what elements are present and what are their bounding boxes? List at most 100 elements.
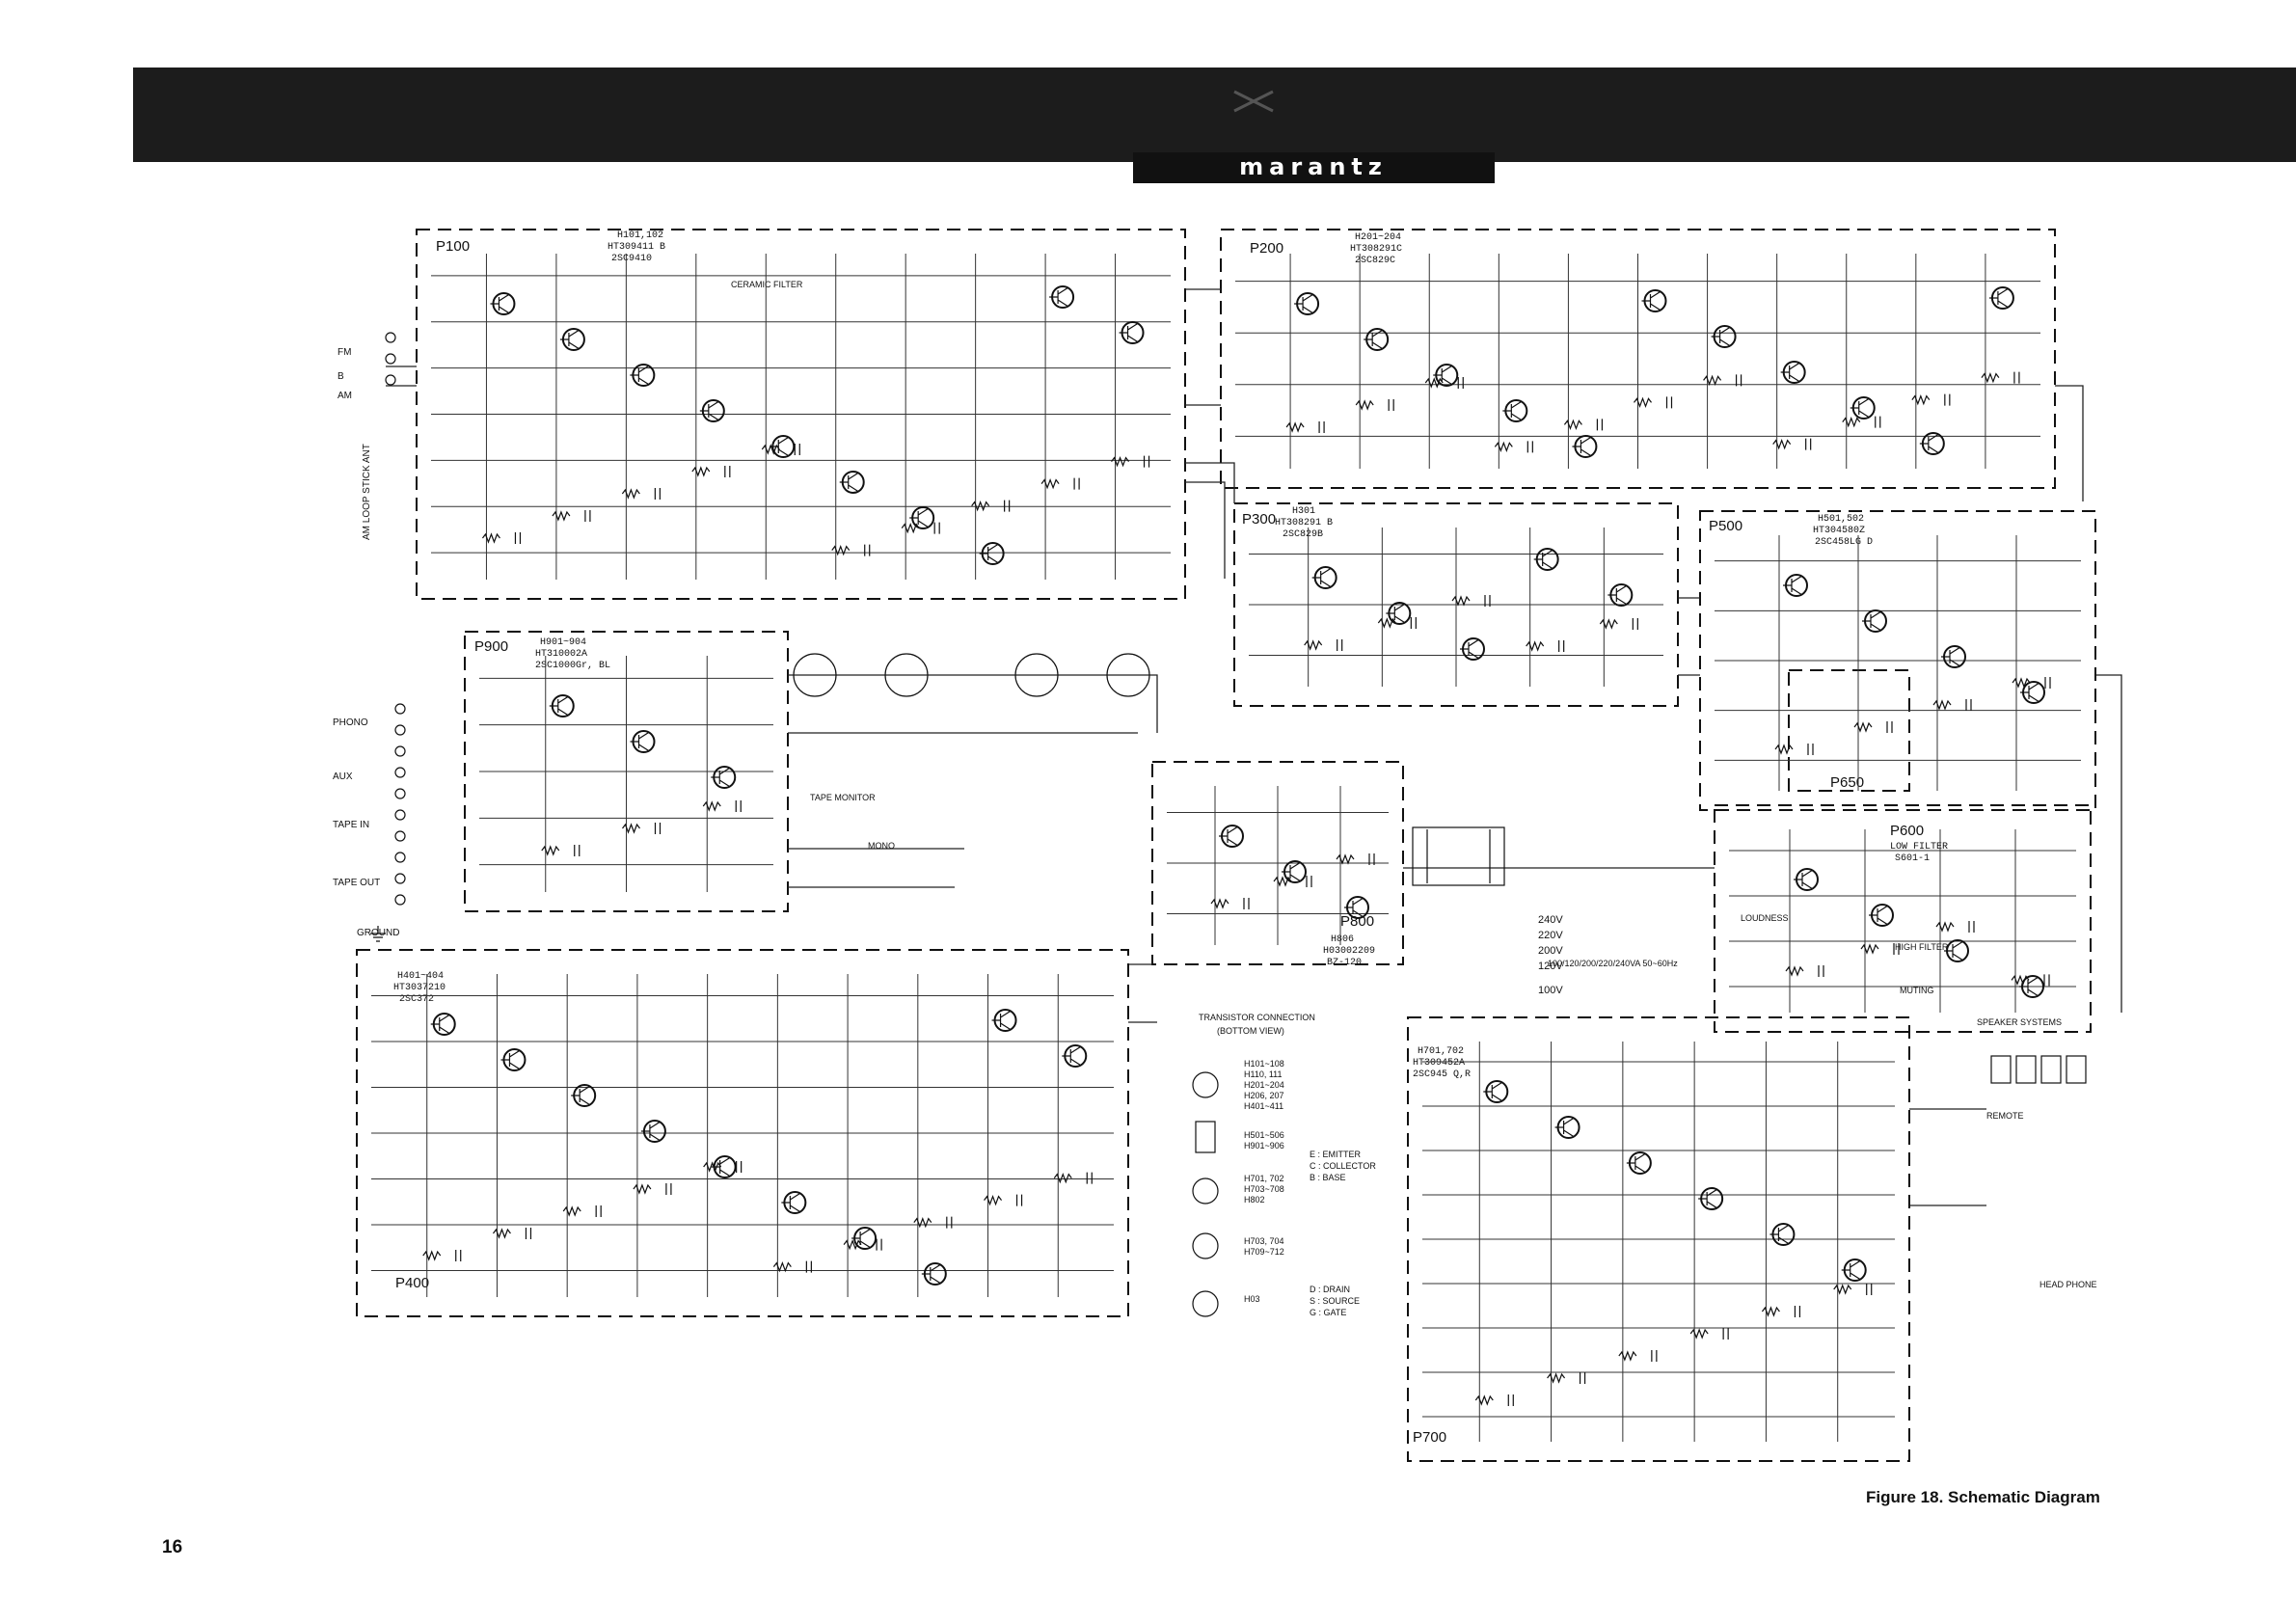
tc-group-2-b: H901~906 — [1244, 1141, 1284, 1150]
board-5-resistor-4 — [633, 1183, 652, 1195]
board-8-capacitor-5 — [1794, 1306, 1801, 1317]
jack-0-0 — [385, 332, 396, 343]
board-4-transistor-leads-1 — [549, 695, 570, 717]
selector-switch-3 — [1106, 653, 1150, 697]
remote-label: REMOTE — [1986, 1111, 2024, 1121]
board-2-capacitor-3 — [1484, 595, 1491, 607]
transistor-pinout-icons — [1192, 1071, 1219, 1317]
board-7-capacitor-4 — [2043, 974, 2050, 987]
pinout-icon-5 — [1192, 1290, 1219, 1317]
board-8-transistor-leads-6 — [1841, 1259, 1862, 1281]
p200-header-1: H201~204 — [1355, 232, 1401, 243]
speaker-terminal-2 — [2040, 1055, 2062, 1084]
board-1-capacitor-1 — [1318, 421, 1325, 433]
tc-group-3-a: H701, 702 — [1244, 1174, 1284, 1183]
board-title-p300: P300 — [1242, 511, 1276, 528]
speaker-terminal-0 — [1990, 1055, 2012, 1084]
board-3-transistor-leads-3 — [1941, 646, 1961, 667]
p300-header-3: 2SC829B — [1283, 529, 1323, 540]
board-p900 — [464, 631, 789, 912]
board-0-capacitor-10 — [1143, 455, 1150, 468]
board-4-resistor-2 — [622, 823, 640, 834]
board-3-capacitor-1 — [1807, 744, 1814, 755]
pinout-icon-1 — [1192, 1071, 1219, 1098]
input-tape-out-label: TAPE OUT — [333, 878, 380, 888]
board-7-transistor-leads-3 — [1944, 940, 1964, 961]
board-3-capacitor-4 — [2044, 677, 2051, 689]
board-7-resistor-2 — [1860, 943, 1879, 955]
board-1-capacitor-4 — [1526, 441, 1533, 453]
p700-header-1: H701,702 — [1418, 1046, 1464, 1057]
board-5-resistor-1 — [422, 1250, 442, 1261]
board-5-capacitor-1 — [455, 1250, 462, 1261]
board-5-transistor-leads-7 — [851, 1228, 872, 1249]
board-7-transistor-leads-2 — [1869, 905, 1889, 926]
board-5-resistor-7 — [843, 1238, 862, 1251]
board-1-resistor-2 — [1355, 399, 1374, 411]
speaker-terminal-1 — [2015, 1055, 2037, 1084]
board-0-capacitor-7 — [933, 522, 940, 534]
board-1-resistor-3 — [1424, 377, 1444, 389]
board-8-capacitor-6 — [1866, 1284, 1873, 1295]
board-8-capacitor-1 — [1507, 1394, 1514, 1406]
board-2-transistor-leads-5 — [1607, 584, 1628, 606]
board-5-capacitor-9 — [1015, 1194, 1023, 1206]
board-6-resistor-2 — [1273, 876, 1292, 887]
board-5-transistor-leads-3 — [571, 1085, 591, 1106]
p200-header-3: 2SC829C — [1355, 256, 1395, 266]
board-1-transistor-leads-11 — [1988, 287, 2010, 309]
board-8-resistor-3 — [1618, 1350, 1637, 1362]
ground-icon — [370, 926, 386, 942]
input-tape-in-label: TAPE IN — [333, 820, 369, 830]
board-5-transistor-leads-4 — [640, 1121, 662, 1142]
voltage-200: 200V — [1538, 945, 1563, 957]
p100-header-1: H101,102 — [617, 230, 663, 241]
jack-1-8 — [394, 873, 406, 884]
board-5-resistor-6 — [772, 1260, 792, 1273]
board-0-transistor-leads-9 — [1049, 286, 1069, 308]
board-2-resistor-4 — [1526, 640, 1545, 652]
tc-group-3-c: H802 — [1244, 1195, 1265, 1204]
board-2-capacitor-5 — [1632, 618, 1638, 630]
board-5-transistor-leads-10 — [1062, 1045, 1082, 1067]
board-1-transistor-leads-3 — [1433, 365, 1453, 386]
board-8-transistor-leads-1 — [1483, 1081, 1503, 1102]
p800-header-3: BZ-120 — [1327, 958, 1362, 968]
board-5-resistor-8 — [913, 1216, 932, 1229]
selector-switch-0 — [793, 653, 837, 697]
board-0-capacitor-9 — [1073, 477, 1080, 490]
board-p400 — [356, 949, 1129, 1317]
board-3-resistor-3 — [1932, 699, 1952, 711]
p900-header-2: HT310002A — [535, 649, 587, 660]
tc-group-3-b: H703~708 — [1244, 1184, 1284, 1194]
p600-header-2: S601-1 — [1895, 853, 1930, 864]
jack-0-2 — [385, 374, 396, 386]
board-0-capacitor-4 — [724, 466, 731, 477]
board-7-capacitor-1 — [1818, 965, 1824, 977]
board-8-capacitor-4 — [1722, 1328, 1729, 1340]
board-p300 — [1233, 502, 1679, 707]
board-title-p900: P900 — [474, 638, 508, 655]
board-1-transistor-leads-5 — [1572, 436, 1592, 457]
tc-legend-source: S : SOURCE — [1310, 1296, 1360, 1306]
bus-4 — [1185, 462, 1235, 503]
board-8-resistor-4 — [1689, 1328, 1709, 1340]
ceramic-filter-label: CERAMIC FILTER — [731, 280, 803, 289]
p500-header-1: H501,502 — [1818, 514, 1864, 525]
board-3-resistor-2 — [1853, 721, 1873, 733]
board-2-resistor-2 — [1377, 617, 1396, 629]
board-2-resistor-1 — [1304, 639, 1323, 651]
board-0-resistor-5 — [761, 444, 780, 455]
p100-header-2: HT309411 B — [608, 242, 665, 253]
board-title-p100: P100 — [436, 238, 470, 255]
tc-group-1-e: H401~411 — [1244, 1101, 1283, 1111]
board-0-transistor-leads-3 — [630, 365, 650, 386]
p500-header-2: HT304580Z — [1813, 526, 1865, 536]
board-0-resistor-1 — [481, 532, 500, 544]
board-7-resistor-1 — [1785, 965, 1804, 977]
board-title-p600: P600 — [1890, 823, 1924, 839]
board-p500 — [1699, 510, 2096, 811]
bus-5 — [1185, 481, 1226, 579]
board-0-transistor-leads-7 — [909, 507, 930, 528]
board-0-capacitor-1 — [514, 532, 522, 544]
